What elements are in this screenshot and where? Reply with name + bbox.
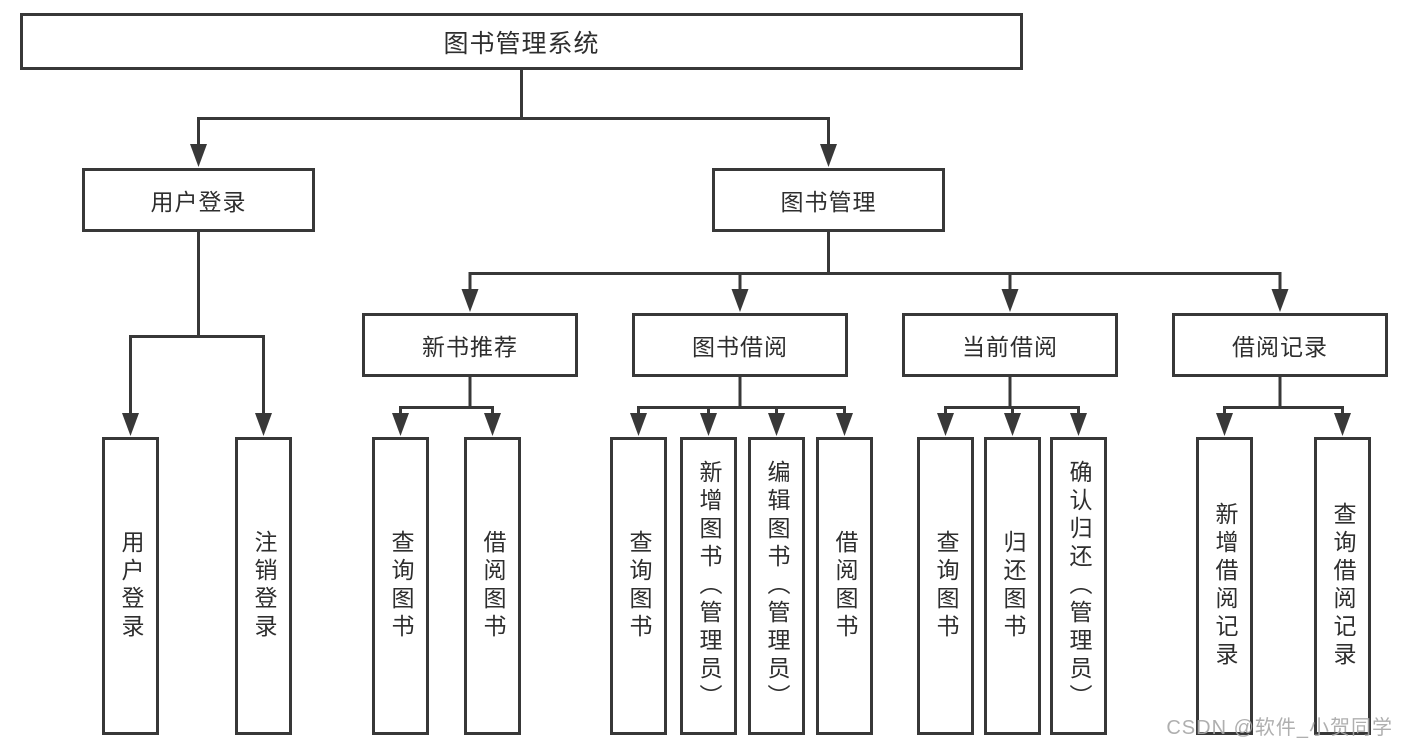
leaf-user-login: 用户登录 xyxy=(102,437,159,735)
node-user-login-branch-label: 用户登录 xyxy=(150,189,247,215)
node-borrowing-records: 借阅记录 xyxy=(1172,313,1388,377)
leaf-logout-label: 注销登录 xyxy=(251,530,277,642)
watermark: CSDN @软件_小贺同学 xyxy=(1166,717,1393,739)
leaf-edit-books-admin: 编辑图书（管理员） xyxy=(748,437,805,735)
leaf-add-books-admin: 新增图书（管理员） xyxy=(680,437,737,735)
leaf-borrow-books-recommend: 借阅图书 xyxy=(464,437,521,735)
leaf-query-books-borrow-label: 查询图书 xyxy=(626,530,652,642)
node-user-login-branch: 用户登录 xyxy=(82,168,315,232)
leaf-borrow-books: 借阅图书 xyxy=(816,437,873,735)
leaf-edit-books-admin-label: 编辑图书（管理员） xyxy=(764,460,790,712)
node-book-borrowing: 图书借阅 xyxy=(632,313,848,377)
leaf-query-borrow-record: 查询借阅记录 xyxy=(1314,437,1371,735)
leaf-borrow-books-recommend-label: 借阅图书 xyxy=(480,530,506,642)
leaf-query-books-borrow: 查询图书 xyxy=(610,437,667,735)
leaf-user-login-label: 用户登录 xyxy=(118,530,144,642)
node-new-book-recommendation: 新书推荐 xyxy=(362,313,578,377)
node-book-management-label: 图书管理 xyxy=(780,189,877,215)
leaf-query-books-recommend: 查询图书 xyxy=(372,437,429,735)
leaf-return-books: 归还图书 xyxy=(984,437,1041,735)
leaf-query-books-current-label: 查询图书 xyxy=(933,530,959,642)
leaf-query-borrow-record-label: 查询借阅记录 xyxy=(1330,502,1356,670)
leaf-borrow-books-label: 借阅图书 xyxy=(832,530,858,642)
leaf-add-borrow-record: 新增借阅记录 xyxy=(1196,437,1253,735)
leaf-query-books-recommend-label: 查询图书 xyxy=(388,530,414,642)
node-root: 图书管理系统 xyxy=(20,13,1023,70)
node-current-borrowing-label: 当前借阅 xyxy=(962,334,1058,360)
node-current-borrowing: 当前借阅 xyxy=(902,313,1118,377)
leaf-add-books-admin-label: 新增图书（管理员） xyxy=(696,460,722,712)
leaf-confirm-return-admin: 确认归还（管理员） xyxy=(1050,437,1107,735)
node-book-borrowing-label: 图书借阅 xyxy=(692,334,788,360)
leaf-logout: 注销登录 xyxy=(235,437,292,735)
leaf-query-books-current: 查询图书 xyxy=(917,437,974,735)
leaf-confirm-return-admin-label: 确认归还（管理员） xyxy=(1066,460,1092,712)
node-book-management: 图书管理 xyxy=(712,168,945,232)
leaf-return-books-label: 归还图书 xyxy=(1000,530,1026,642)
node-new-book-recommendation-label: 新书推荐 xyxy=(422,334,518,360)
node-borrowing-records-label: 借阅记录 xyxy=(1232,334,1328,360)
leaf-add-borrow-record-label: 新增借阅记录 xyxy=(1212,502,1238,670)
node-root-label: 图书管理系统 xyxy=(443,29,600,58)
